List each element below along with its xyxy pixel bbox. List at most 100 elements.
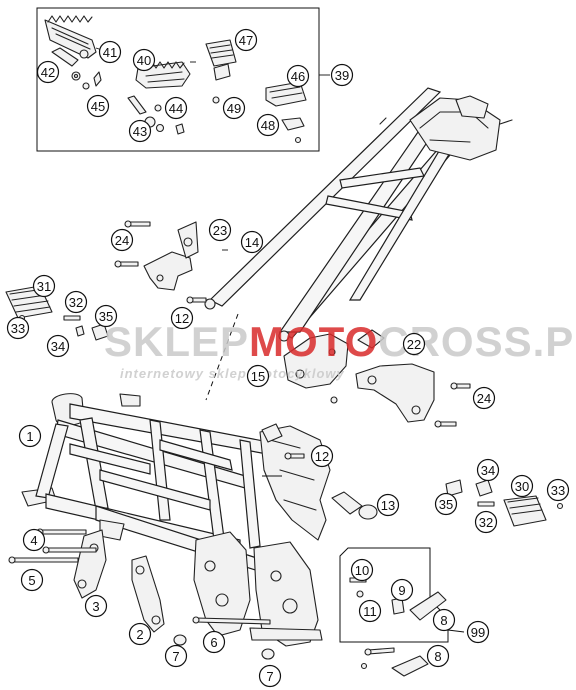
callout-c1: 1: [18, 424, 42, 448]
callout-label: 45: [91, 99, 105, 114]
watermark-brand-tld: .PL: [533, 318, 576, 365]
main-frame: [21, 393, 331, 647]
callout-label: 33: [11, 321, 25, 336]
callout-label: 9: [398, 583, 405, 598]
callout-label: 7: [172, 649, 179, 664]
bolts-24-lower: [330, 382, 471, 428]
callout-label: 10: [355, 563, 369, 578]
callout-c40: 40: [132, 48, 156, 72]
callout-c34a: 34: [46, 334, 70, 358]
callout-c33a: 33: [6, 316, 30, 340]
spacers-7: [173, 634, 275, 660]
callout-label: 31: [37, 279, 51, 294]
bolt-12-lower: [284, 452, 305, 460]
callout-c22: 22: [402, 332, 426, 356]
callout-label: 14: [245, 235, 259, 250]
callout-c42: 42: [36, 60, 60, 84]
callout-label: 44: [169, 101, 183, 116]
callout-c33b: 33: [546, 478, 570, 502]
callout-label: 24: [115, 233, 129, 248]
callout-label: 42: [41, 65, 55, 80]
callout-c99: 99: [466, 620, 490, 644]
callout-label: 4: [30, 533, 37, 548]
callout-label: 41: [103, 45, 117, 60]
washer-45: [82, 71, 102, 90]
callout-label: 99: [471, 625, 485, 640]
callout-label: 12: [175, 311, 189, 326]
callout-label: 32: [69, 295, 83, 310]
pin-42: [51, 47, 81, 81]
callout-label: 47: [239, 33, 253, 48]
callout-c30: 30: [510, 474, 534, 498]
watermark-brand-mid: MOTO: [249, 318, 378, 365]
callout-label: 32: [479, 515, 493, 530]
callout-c6: 6: [202, 630, 226, 654]
callout-label: 7: [266, 669, 273, 684]
callout-c23: 23: [208, 218, 232, 242]
footpeg-small-upper: [205, 39, 237, 81]
footrest-kit-box: [36, 7, 320, 152]
bolt-6: [192, 616, 271, 625]
callout-c4: 4: [22, 528, 46, 552]
bolt-44: [127, 95, 162, 115]
pin-48: [281, 117, 305, 144]
callout-c7a: 7: [164, 644, 188, 668]
callout-label: 11: [363, 604, 377, 619]
watermark: SKLEPMOTOCROSS.PL internetowy sklep moto…: [104, 318, 576, 381]
callout-label: 35: [99, 309, 113, 324]
callout-c5: 5: [20, 568, 44, 592]
callout-c24b: 24: [472, 386, 496, 410]
callout-c15: 15: [246, 364, 270, 388]
callout-c12b: 12: [310, 444, 334, 468]
callout-c9: 9: [390, 578, 414, 602]
callout-label: 46: [291, 69, 305, 84]
bolts-24-upper: [114, 220, 151, 268]
svg-text:SKLEPMOTOCROSS.PL: SKLEPMOTOCROSS.PL: [104, 318, 576, 365]
plug-13: [331, 491, 378, 520]
bracket-23: [143, 221, 199, 291]
callout-c14: 14: [240, 230, 264, 254]
callout-label: 5: [28, 573, 35, 588]
callout-c10: 10: [350, 558, 374, 582]
callout-c32b: 32: [474, 510, 498, 534]
callout-c45: 45: [86, 94, 110, 118]
callout-label: 8: [434, 649, 441, 664]
footpeg-large-upper: [44, 15, 97, 59]
callout-label: 49: [227, 101, 241, 116]
callout-label: 15: [251, 369, 265, 384]
callout-c3: 3: [84, 594, 108, 618]
rear-lower-subframe-part: [283, 333, 349, 389]
callout-label: 40: [137, 53, 151, 68]
alignment-dashed-line: [205, 313, 239, 401]
callout-c8b: 8: [426, 644, 450, 668]
callout-label: 22: [407, 337, 421, 352]
watermark-tagline: internetowy sklep motocyklowy: [120, 366, 345, 381]
nut-43: [144, 116, 185, 135]
engine-mount-2: [131, 555, 165, 633]
callout-label: 3: [92, 599, 99, 614]
callout-c24a: 24: [110, 228, 134, 252]
callout-c47: 47: [234, 28, 258, 52]
sidestand-kit: [339, 547, 465, 677]
bolts-5: [8, 556, 79, 564]
callout-c39: 39: [330, 63, 354, 87]
callout-c32a: 32: [64, 290, 88, 314]
callout-label: 12: [315, 449, 329, 464]
subframe: [204, 87, 513, 342]
callout-label: 43: [133, 124, 147, 139]
spring-49: [212, 96, 220, 104]
callout-c2: 2: [128, 622, 152, 646]
callout-label: 1: [26, 429, 33, 444]
callout-c8a: 8: [432, 608, 456, 632]
callout-label: 39: [335, 68, 349, 83]
callout-label: 8: [440, 613, 447, 628]
callout-c49: 49: [222, 96, 246, 120]
callout-c48: 48: [256, 113, 280, 137]
callout-c35b: 35: [434, 492, 458, 516]
callout-c43: 43: [128, 119, 152, 143]
footrest-kit-group: [36, 7, 330, 152]
callout-c34b: 34: [476, 458, 500, 482]
callout-c13: 13: [376, 493, 400, 517]
